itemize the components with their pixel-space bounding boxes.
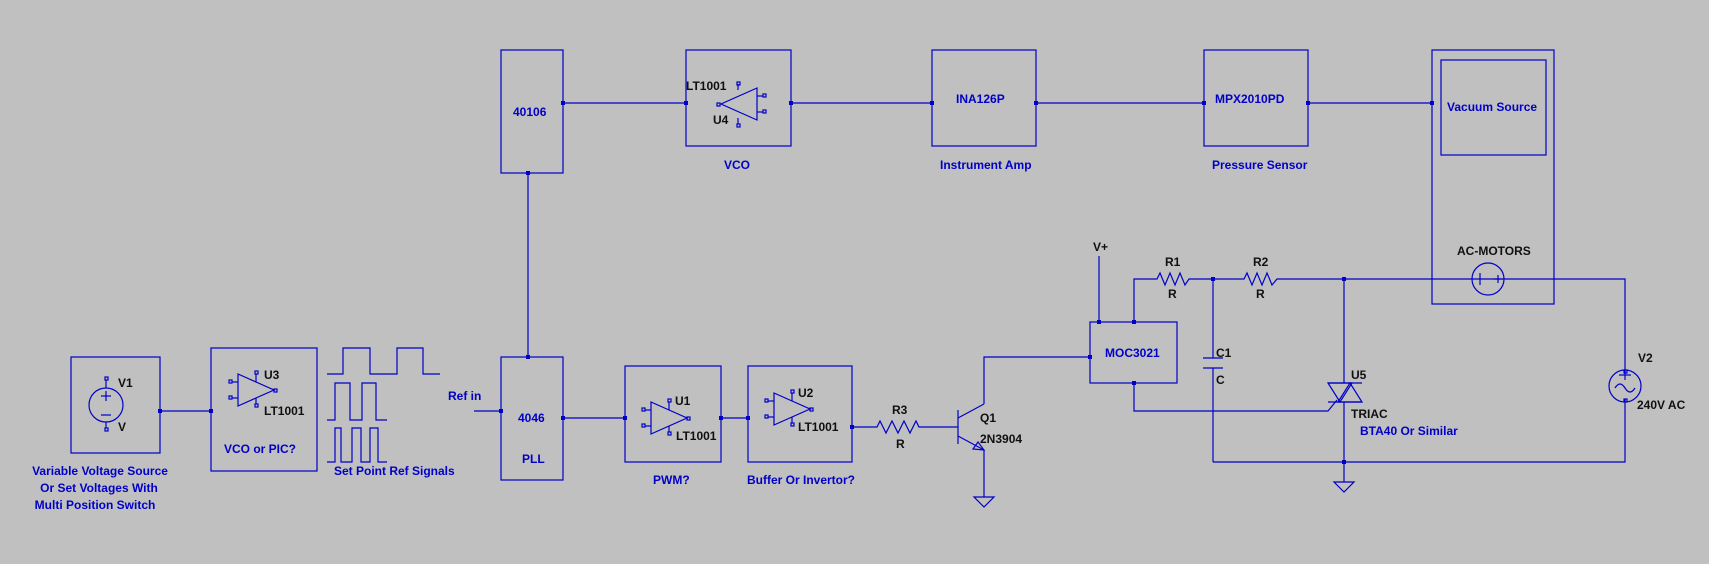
r1-value-label: R	[1168, 287, 1177, 301]
ina126p-box	[931, 49, 1037, 147]
ina126p-label: INA126P	[956, 92, 1005, 106]
u1-box	[624, 365, 722, 463]
pwm-caption: PWM?	[653, 473, 690, 487]
vacuum-inner-box	[1440, 59, 1547, 156]
v1-label: V1	[118, 376, 133, 390]
v2-ac-source-symbol	[1608, 369, 1642, 403]
r1-resistor-symbol	[1153, 271, 1192, 287]
u1-label: U1	[675, 394, 691, 408]
r3-label: R3	[892, 403, 908, 417]
vco-caption: VCO	[724, 158, 750, 172]
v1-value-label: V	[118, 420, 126, 434]
u5-triac-symbol	[1326, 381, 1364, 404]
pressure-sensor-caption: Pressure Sensor	[1212, 158, 1308, 172]
mpx2010pd-label: MPX2010PD	[1215, 92, 1285, 106]
mpx2010pd-box	[1203, 49, 1309, 147]
ref-signal-waveforms	[327, 347, 440, 463]
u5-model-label: TRIAC	[1351, 407, 1388, 421]
vco-box	[685, 49, 792, 147]
ac-motor-symbol	[1471, 262, 1505, 296]
u2-box	[747, 365, 853, 463]
wires	[160, 102, 1626, 497]
u2-opamp-symbol	[764, 389, 814, 427]
vco-or-pic-caption: VCO or PIC?	[224, 442, 296, 456]
ic-4046-label: 4046	[518, 411, 545, 425]
r3-value-label: R	[896, 437, 905, 451]
vsrc-caption-line1: Variable Voltage Source	[32, 464, 168, 478]
u3-label: U3	[264, 368, 280, 382]
ic-40106-box	[500, 49, 564, 174]
r3-resistor-symbol	[872, 419, 922, 435]
c1-value-label: C	[1216, 373, 1225, 387]
q1-label: Q1	[980, 411, 996, 425]
u3-model-label: LT1001	[264, 404, 305, 418]
u2-label: U2	[798, 386, 814, 400]
vacuum-outer-box	[1431, 49, 1555, 305]
u5-label: U5	[1351, 368, 1367, 382]
ref-in-caption: Ref in	[448, 389, 481, 403]
v2-value-label: 240V AC	[1637, 398, 1686, 412]
r2-value-label: R	[1256, 287, 1265, 301]
q1-transistor-symbol	[957, 403, 986, 451]
vsrc-caption-line2: Or Set Voltages With	[40, 481, 158, 495]
u3-opamp-symbol	[228, 370, 278, 408]
vplus-label: V+	[1093, 240, 1108, 254]
r2-resistor-symbol	[1240, 271, 1281, 287]
ic-40106-label: 40106	[513, 105, 547, 119]
u4-opamp-symbol	[716, 81, 767, 128]
vsrc-caption-line3: Multi Position Switch	[35, 498, 156, 512]
bta40-caption: BTA40 Or Similar	[1360, 424, 1458, 438]
junction-dots	[158, 101, 1434, 464]
ground-symbol-triac	[1332, 481, 1356, 493]
ac-motors-label: AC-MOTORS	[1457, 244, 1531, 258]
v1-dc-source-symbol	[88, 376, 124, 432]
c1-capacitor-symbol	[1203, 357, 1223, 369]
u4-label: U4	[713, 113, 729, 127]
u4-model-label: LT1001	[686, 79, 727, 93]
r2-label: R2	[1253, 255, 1269, 269]
instrument-amp-caption: Instrument Amp	[940, 158, 1032, 172]
r1-label: R1	[1165, 255, 1181, 269]
v2-label: V2	[1638, 351, 1653, 365]
u1-opamp-symbol	[641, 398, 691, 436]
u2-model-label: LT1001	[798, 420, 839, 434]
q1-model-label: 2N3904	[980, 432, 1022, 446]
moc3021-label: MOC3021	[1105, 346, 1160, 360]
pll-label: PLL	[522, 452, 545, 466]
vacuum-source-label: Vacuum Source	[1447, 100, 1537, 114]
c1-label: C1	[1216, 346, 1232, 360]
u1-model-label: LT1001	[676, 429, 717, 443]
ground-symbol-q1	[972, 496, 996, 508]
v1-box	[70, 356, 161, 454]
buffer-or-invertor-caption: Buffer Or Invertor?	[747, 473, 855, 487]
set-point-ref-caption: Set Point Ref Signals	[334, 464, 455, 478]
